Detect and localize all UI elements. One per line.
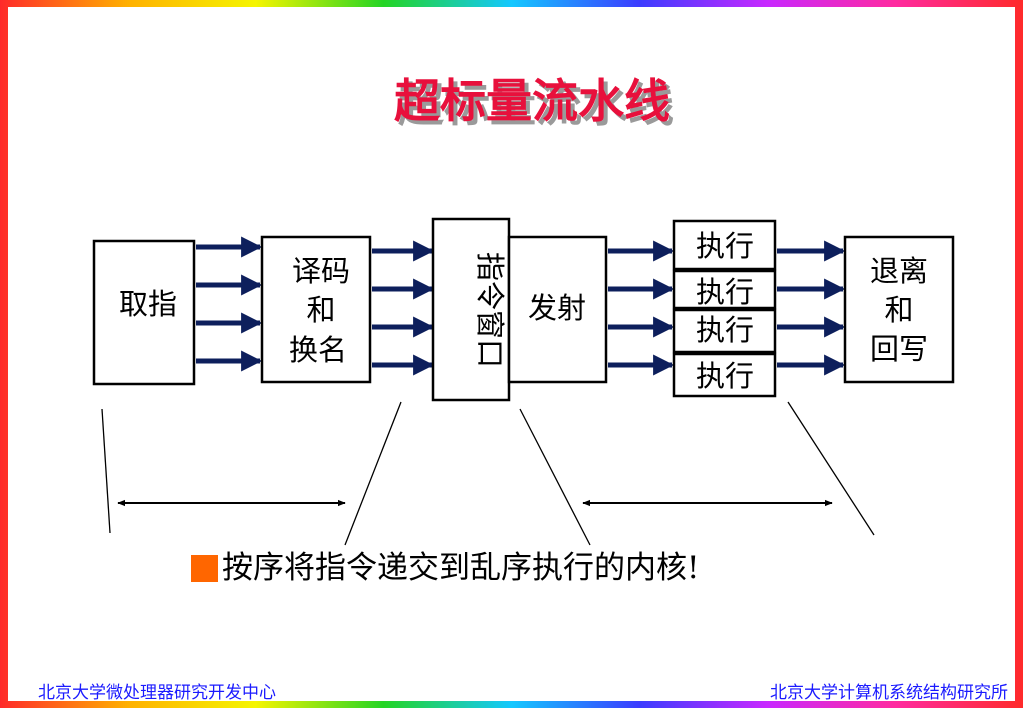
fetch-to-decode-arrows	[196, 236, 263, 372]
retire-writeback-line-1: 退离	[870, 254, 928, 288]
note-text: 按序将指令递交到乱序执行的内核!	[222, 550, 699, 586]
region-bracket-lines	[101, 401, 875, 546]
execute-to-retire-arrows	[777, 240, 846, 376]
decode-rename-line-2: 和	[306, 293, 335, 327]
bullet-square-icon	[191, 555, 218, 582]
execute-unit-label: 执行	[696, 359, 754, 393]
bracket-line	[519, 408, 591, 546]
fetch-stage-label: 取指	[119, 287, 177, 321]
execute-units: 执行 执行 执行 执行	[672, 219, 777, 398]
execute-unit-box	[672, 219, 777, 271]
decode-to-window-arrows	[372, 240, 435, 376]
title-shadow: 超标量流水线	[398, 78, 674, 132]
issue-to-execute-arrows	[608, 240, 675, 376]
retire-writeback-line-3: 回写	[870, 332, 928, 366]
decode-rename-line-3: 换名	[289, 333, 347, 367]
footer-right: 北京大学计算机系统结构研究所	[770, 683, 1008, 703]
execute-unit-box	[672, 352, 777, 398]
fetch-stage-box	[92, 239, 196, 386]
bracket-line	[101, 408, 111, 534]
instruction-window-box	[431, 217, 511, 402]
execute-unit-label: 执行	[696, 229, 754, 263]
bracket-line	[787, 401, 875, 536]
page-title: 超标量流水线	[394, 74, 670, 128]
instruction-window-label: 指令窗口	[473, 252, 507, 368]
footer-left: 北京大学微处理器研究开发中心	[38, 683, 276, 703]
decode-rename-stage-box	[260, 235, 372, 384]
retire-writeback-stage-box	[843, 235, 955, 384]
execute-unit-box	[672, 269, 777, 310]
issue-stage-label: 发射	[528, 291, 586, 325]
execute-unit-label: 执行	[696, 275, 754, 309]
issue-stage-box	[507, 235, 608, 384]
decode-rename-line-1: 译码	[292, 254, 350, 288]
retire-writeback-line-2: 和	[884, 293, 913, 327]
bracket-line	[344, 401, 402, 546]
execute-unit-box	[672, 308, 777, 354]
execute-unit-label: 执行	[696, 313, 754, 347]
